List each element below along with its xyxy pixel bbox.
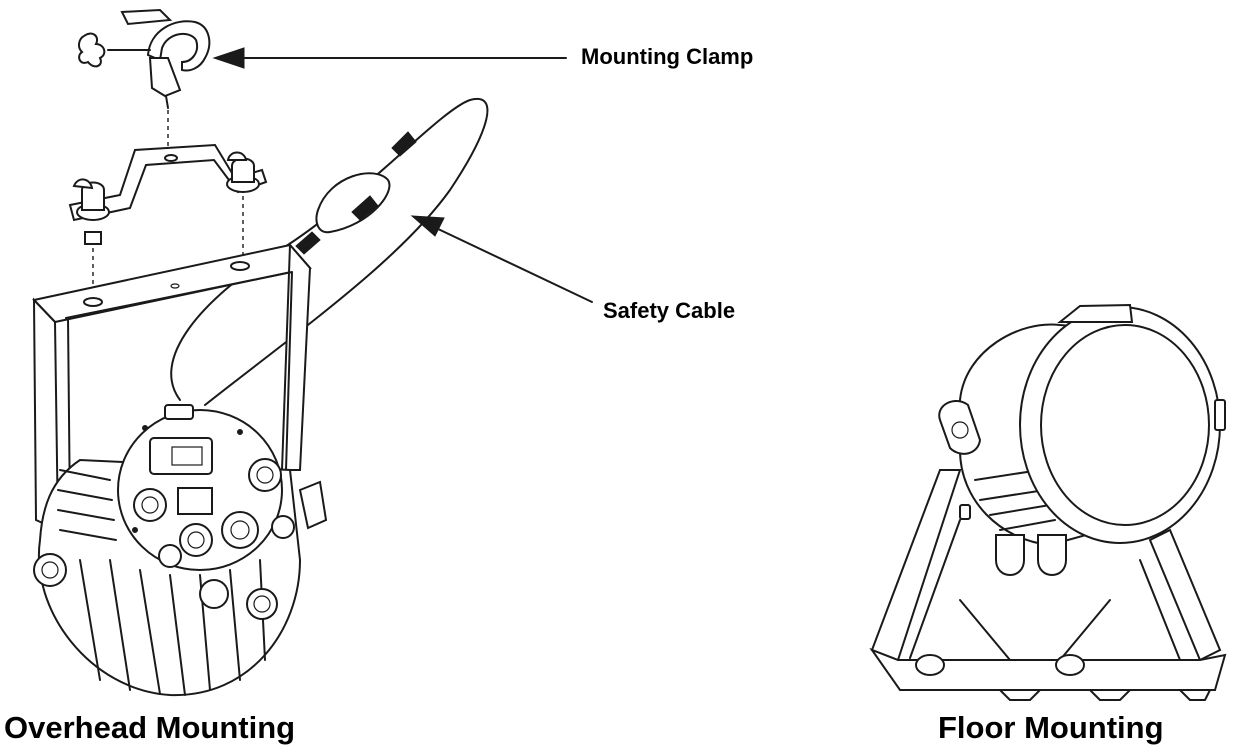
mounting-clamp-arrow (212, 47, 567, 69)
mounting-clamp-drawing (77, 8, 211, 109)
yoke-drawing (32, 242, 312, 532)
floor-mounting-illustration (869, 303, 1227, 701)
floor-foot-right (1055, 654, 1085, 676)
mounting-clamp-label: Mounting Clamp (581, 44, 754, 69)
floor-yoke-right-leg (1148, 528, 1222, 662)
floor-fixture-drawing (938, 303, 1226, 576)
floor-yoke-base (869, 647, 1227, 691)
safety-cable-arrow (410, 215, 593, 303)
floor-yoke-left-leg (870, 469, 962, 662)
omega-bracket-drawing (68, 143, 268, 245)
overhead-mounting-caption: Overhead Mounting (4, 710, 296, 745)
safety-cable-drawing (170, 97, 489, 406)
floor-mounting-caption: Floor Mounting (938, 710, 1164, 745)
overhead-fixture-drawing (33, 404, 328, 697)
safety-cable-label: Safety Cable (603, 298, 736, 323)
overhead-mounting-illustration (32, 8, 593, 697)
floor-foot-left (915, 654, 945, 676)
